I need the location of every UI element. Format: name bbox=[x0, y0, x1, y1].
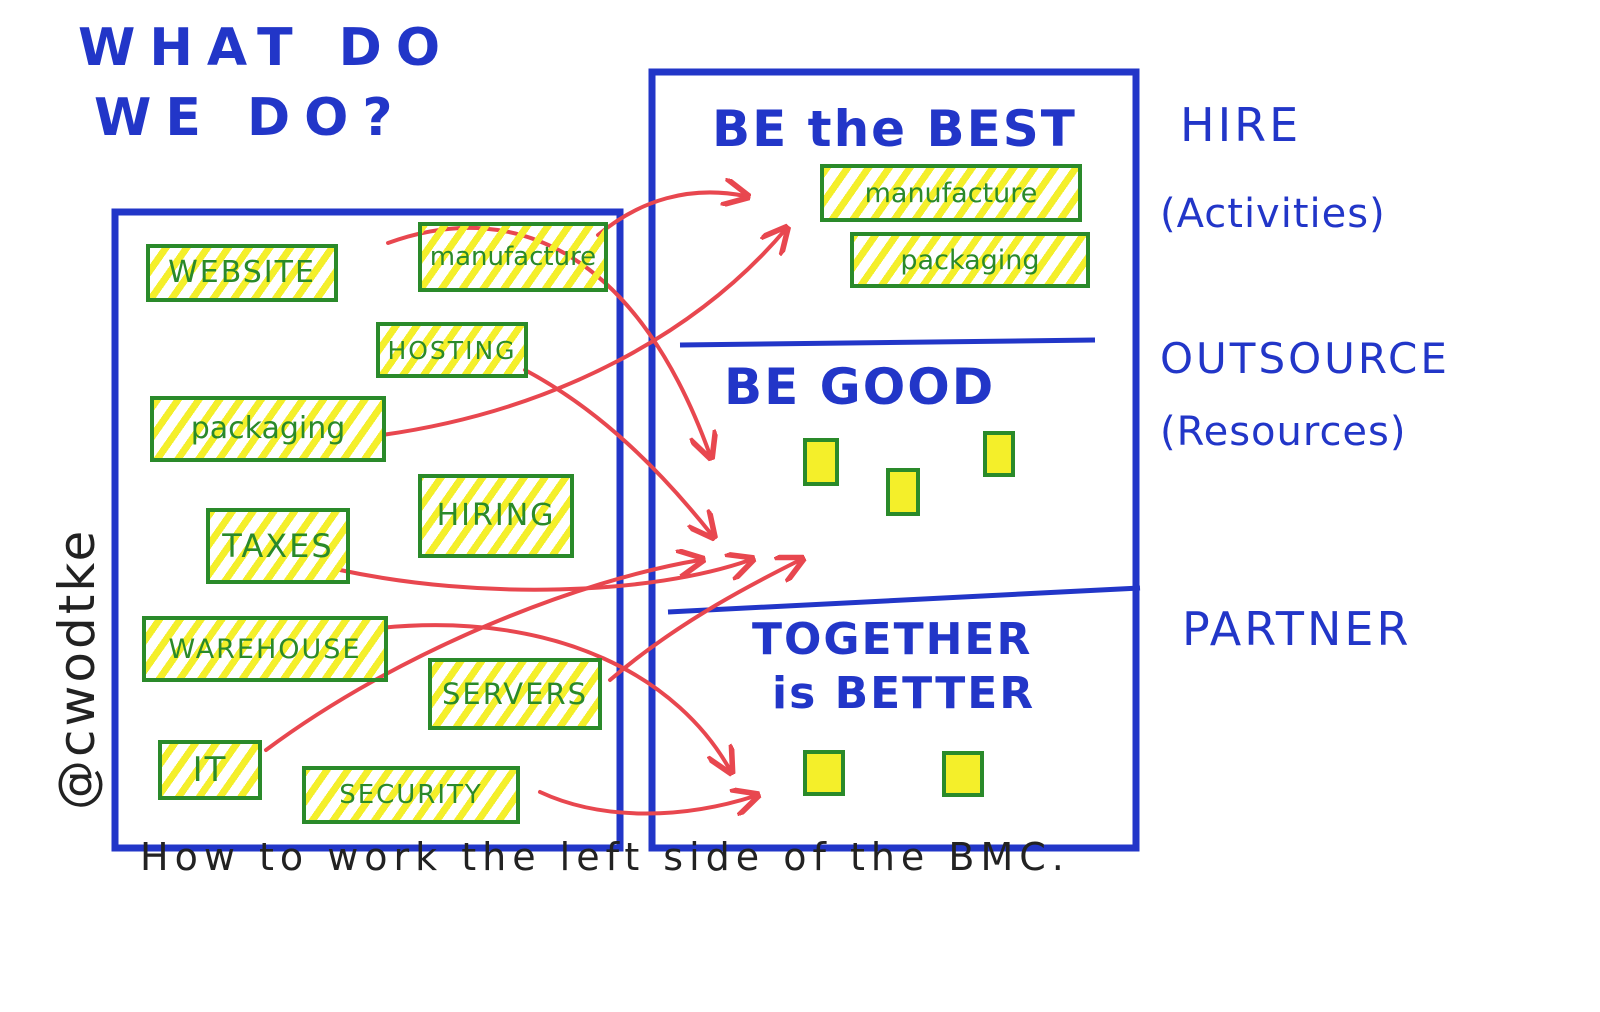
author-handle: @cwodtke bbox=[48, 527, 106, 810]
side-label-activities: (Activities) bbox=[1160, 191, 1386, 237]
small-sticky-1 bbox=[803, 438, 839, 486]
left-box bbox=[111, 208, 624, 852]
sticky-servers: SERVERS bbox=[428, 658, 602, 730]
question-line-2: WE DO? bbox=[94, 88, 407, 148]
section-title-best: BE the BEST bbox=[712, 100, 1077, 158]
side-label-partner: PARTNER bbox=[1182, 602, 1412, 656]
side-label-hire: HIRE bbox=[1180, 98, 1302, 152]
arrow-packaging-to-best bbox=[380, 230, 785, 437]
sticky-label: HOSTING bbox=[387, 335, 517, 365]
sticky-security: SECURITY bbox=[302, 766, 520, 824]
sticky-label: WAREHOUSE bbox=[168, 633, 362, 665]
sticky-hosting: HOSTING bbox=[376, 322, 528, 378]
sticky-label: IT bbox=[192, 750, 228, 790]
small-sticky-5 bbox=[942, 751, 984, 797]
sticky-label: packaging bbox=[900, 244, 1040, 276]
sticky-taxes: TAXES bbox=[206, 508, 350, 584]
small-sticky-3 bbox=[983, 431, 1015, 477]
section-title-together-line1: TOGETHER bbox=[752, 614, 1033, 665]
section-divider-2 bbox=[667, 585, 1141, 615]
sticky-label: WEBSITE bbox=[168, 255, 316, 290]
arrow-taxes-to-good bbox=[338, 560, 750, 592]
arrow-manufacture-to-best bbox=[596, 192, 745, 237]
section-title-good: BE GOOD bbox=[724, 358, 996, 416]
section-divider-1 bbox=[679, 337, 1096, 348]
sticky-label: manufacture bbox=[429, 242, 597, 272]
sticky-label: manufacture bbox=[864, 177, 1038, 209]
small-sticky-2 bbox=[886, 468, 920, 516]
side-label-resources: (Resources) bbox=[1160, 409, 1407, 455]
sticky-label: SERVERS bbox=[441, 676, 588, 711]
arrow-it-to-good bbox=[264, 560, 700, 752]
arrow-security-to-together bbox=[538, 792, 755, 814]
sticky-manufacture: manufacture bbox=[418, 222, 608, 292]
sticky-best-manufacture: manufacture bbox=[820, 164, 1082, 222]
sticky-warehouse: WAREHOUSE bbox=[142, 616, 388, 682]
sticky-label: SECURITY bbox=[339, 780, 483, 810]
question-line-1: WHAT DO bbox=[78, 18, 455, 78]
sticky-label: packaging bbox=[190, 411, 346, 446]
sticky-hiring: HIRING bbox=[418, 474, 574, 558]
small-sticky-4 bbox=[803, 750, 845, 796]
sticky-best-packaging: packaging bbox=[850, 232, 1090, 288]
right-box bbox=[648, 68, 1140, 852]
sticky-website: WEBSITE bbox=[146, 244, 338, 302]
arrow-warehouse-to-together bbox=[378, 623, 730, 770]
arrow-servers-to-good bbox=[608, 560, 800, 682]
side-label-outsource: OUTSOURCE bbox=[1160, 334, 1450, 383]
arrow-hosting-to-good bbox=[523, 368, 712, 535]
section-title-together-line2: is BETTER bbox=[772, 668, 1036, 719]
sticky-packaging: packaging bbox=[150, 396, 386, 462]
sticky-label: TAXES bbox=[222, 527, 334, 565]
sticky-label: HIRING bbox=[436, 498, 556, 533]
caption: How to work the left side of the BMC. bbox=[140, 835, 1070, 879]
sticky-it: IT bbox=[158, 740, 262, 800]
